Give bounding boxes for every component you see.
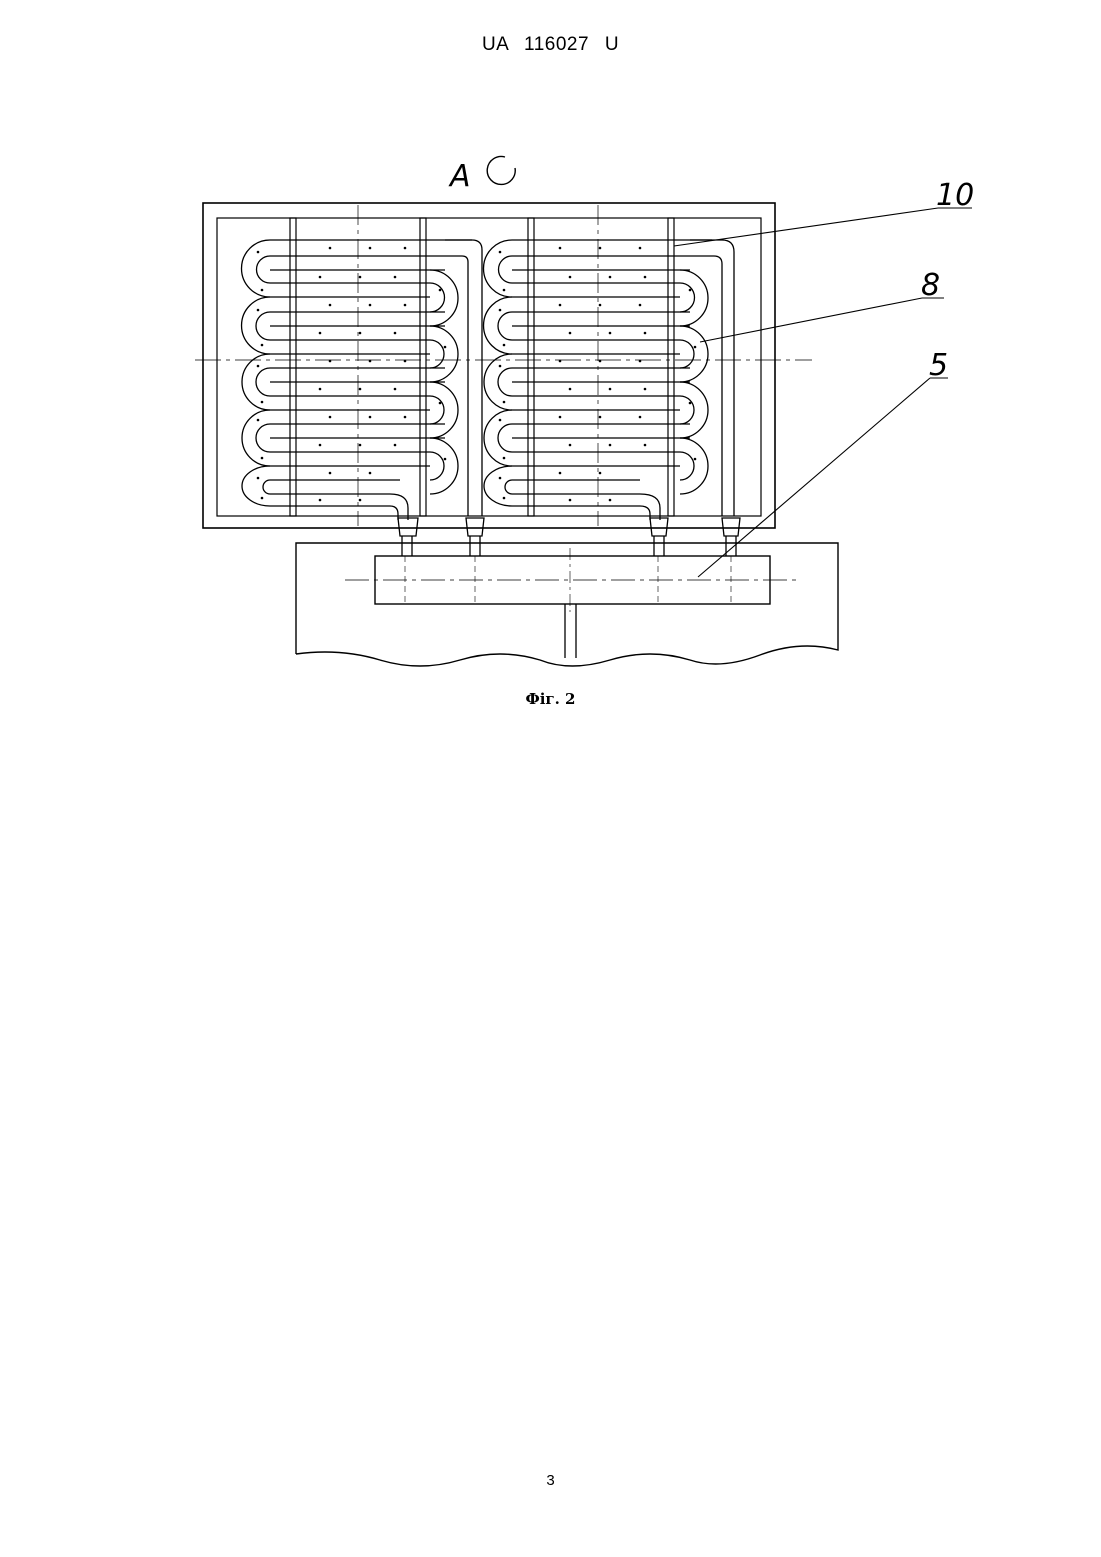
- figure-caption: Фіг. 2: [0, 690, 1101, 708]
- left-serpentine-coil: [241, 240, 482, 520]
- view-label: A: [448, 159, 471, 194]
- technical-drawing: A 10 8 5: [0, 0, 1101, 760]
- callout-8: 8: [921, 268, 940, 303]
- leader-lines: [674, 208, 972, 577]
- pipe-connectors: [398, 518, 740, 556]
- view-marker-circle: [487, 156, 515, 184]
- page-number: 3: [0, 1472, 1101, 1489]
- right-serpentine-coil: [483, 240, 734, 520]
- callout-10: 10: [936, 178, 974, 213]
- callout-5: 5: [929, 348, 948, 383]
